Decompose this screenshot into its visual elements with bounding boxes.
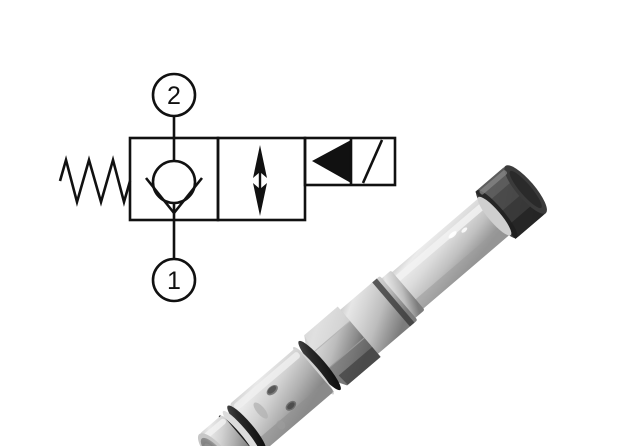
check-valve-seat-left [144,177,176,214]
solenoid-slash-icon [361,139,384,184]
nose-highlight [233,352,300,410]
stem-band [372,278,415,327]
nose-shadow [258,381,334,446]
nose-tip-highlight [203,418,226,440]
flow-port-hole-1-inner [267,385,277,394]
oring-nose-outer [227,405,266,446]
return-spring-icon [58,155,132,207]
port-1-label: 1 [167,267,181,295]
port-1-circle [151,257,197,303]
tube-seam-mark-1 [448,231,457,239]
tube-shoulder [381,271,424,319]
solenoid-triangle-icon [312,140,351,183]
valve-assembly [197,165,547,446]
cartridge-nose-body [230,348,333,446]
flow-port-hole-3 [253,402,268,419]
nut-highlight [479,170,507,195]
valve-coil-tube [390,194,515,310]
oring-nose-backup [222,410,260,446]
flow-port-hole-2-inner [287,402,295,410]
tube-seam-mark-2 [461,227,468,233]
tube-highlight [395,200,489,282]
oring-upper [298,340,341,391]
port-2-label: 2 [167,82,181,110]
flow-arrow-head-up-icon [253,145,267,178]
nut-end-face-inner [509,170,542,209]
flow-port-hole-4 [276,420,286,430]
tube-shadow [412,220,516,312]
check-valve-seat-right [172,177,204,214]
tube-to-nut-collar [477,196,512,236]
flow-arrow-head-down-icon [253,183,267,216]
port-2-circle [151,72,197,118]
